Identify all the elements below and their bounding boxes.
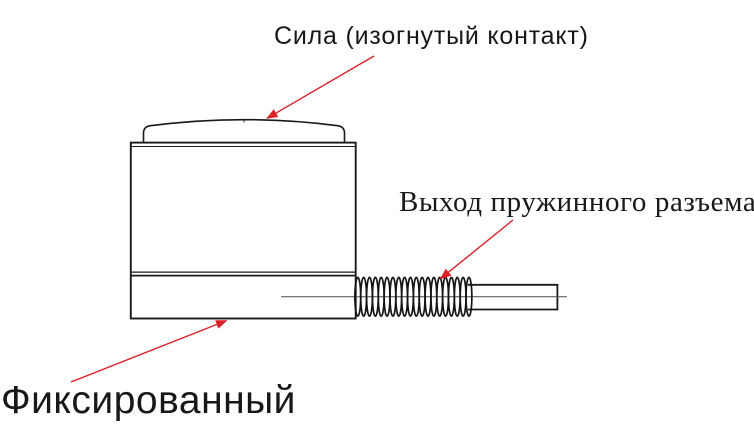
label-force-curved-contact: Сила (изогнутый контакт) xyxy=(274,22,589,50)
leader-line-output xyxy=(439,219,514,280)
leader-line-fixed xyxy=(70,319,228,383)
label-fixed-end: Фиксированный xyxy=(1,379,296,422)
label-spring-connector-output: Выход пружинного разъема xyxy=(399,186,754,218)
sensor-body-outline xyxy=(129,141,357,320)
coil-loop xyxy=(465,276,473,318)
leader-line-force xyxy=(266,55,375,119)
spring-coil xyxy=(354,276,473,318)
sensor-cap-dome xyxy=(142,118,346,142)
